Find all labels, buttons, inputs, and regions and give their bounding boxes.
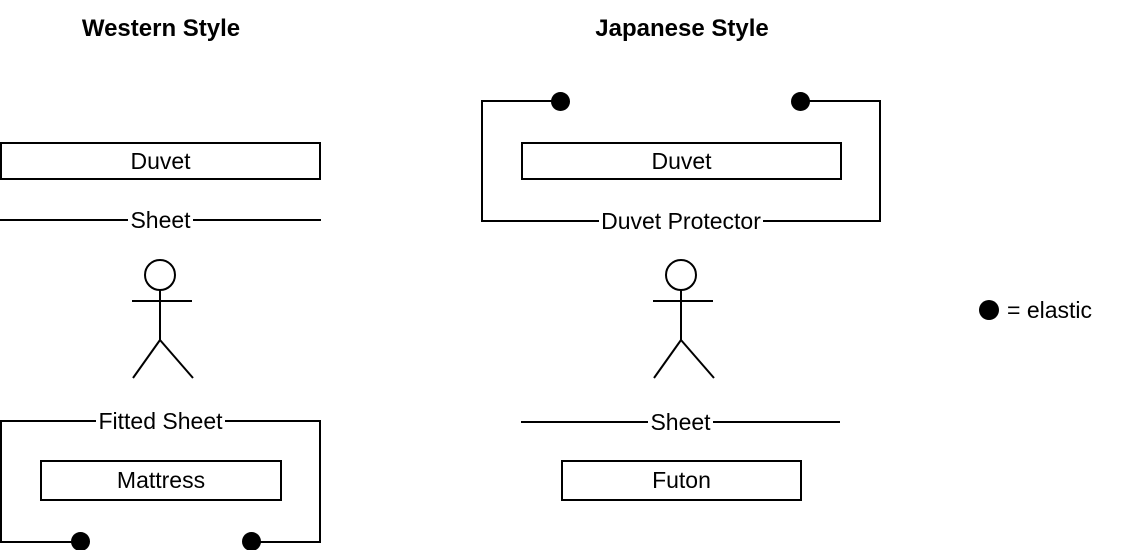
legend: = elastic xyxy=(979,298,1092,322)
sheet-line-western: Sheet xyxy=(0,207,321,233)
elastic-dot-icon xyxy=(551,92,570,111)
mattress-label: Mattress xyxy=(116,467,206,493)
protector-top-right-segment xyxy=(809,100,881,102)
legend-text: = elastic xyxy=(1007,297,1093,323)
protector-right-edge xyxy=(879,100,881,222)
duvet-box-western: Duvet xyxy=(0,142,321,180)
elastic-dot-icon xyxy=(791,92,810,111)
western-style-title: Western Style xyxy=(81,15,241,42)
futon-box: Futon xyxy=(561,460,802,501)
elastic-dot-icon xyxy=(71,532,90,550)
duvet-box-japanese: Duvet xyxy=(521,142,842,180)
fitted-sheet-bottom-left-segment xyxy=(0,541,72,543)
sheet-line-japanese: Sheet xyxy=(521,409,840,435)
sheet-label-japanese: Sheet xyxy=(648,409,713,435)
fitted-sheet-right-edge xyxy=(319,420,321,543)
person-stick-figure-icon xyxy=(653,259,715,379)
protector-left-edge xyxy=(481,100,483,222)
person-stick-figure-icon xyxy=(132,259,194,379)
sheet-label-western: Sheet xyxy=(128,207,193,233)
fitted-sheet-label: Fitted Sheet xyxy=(96,408,225,434)
protector-top-left-segment xyxy=(481,100,552,102)
elastic-dot-icon xyxy=(979,300,999,320)
fitted-sheet-bottom-right-segment xyxy=(259,541,321,543)
japanese-style-title: Japanese Style xyxy=(595,15,769,42)
duvet-protector-label: Duvet Protector xyxy=(599,208,763,234)
duvet-protector-bottom-line: Duvet Protector xyxy=(481,208,881,234)
mattress-box: Mattress xyxy=(40,460,282,501)
elastic-dot-icon xyxy=(242,532,261,550)
duvet-label-western: Duvet xyxy=(130,147,191,174)
fitted-sheet-left-edge xyxy=(0,420,2,543)
fitted-sheet-top-line: Fitted Sheet xyxy=(0,408,321,434)
duvet-label-japanese: Duvet xyxy=(651,147,712,174)
futon-label: Futon xyxy=(652,467,711,493)
